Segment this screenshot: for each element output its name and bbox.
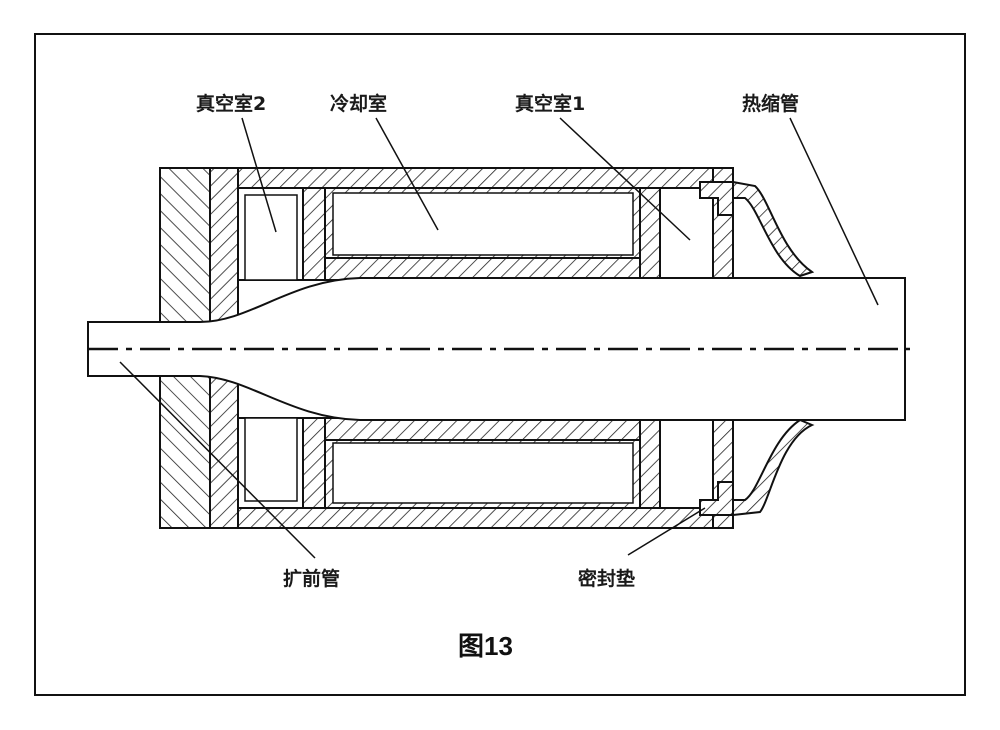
leader-lines	[119, 117, 879, 559]
housing	[237, 167, 734, 529]
figure-frame	[34, 33, 966, 696]
label-sealing-gasket: 密封垫	[578, 567, 635, 590]
label-vacuum-chamber-2: 真空室2	[196, 92, 266, 115]
label-heat-shrink-tube: 热缩管	[742, 92, 799, 115]
heat-shrink-tube	[87, 277, 906, 421]
figure-caption: 图13	[458, 631, 513, 661]
label-expansion-tube: 扩前管	[283, 567, 340, 590]
label-cooling-chamber: 冷却室	[330, 92, 387, 115]
label-vacuum-chamber-1: 真空室1	[515, 92, 585, 115]
